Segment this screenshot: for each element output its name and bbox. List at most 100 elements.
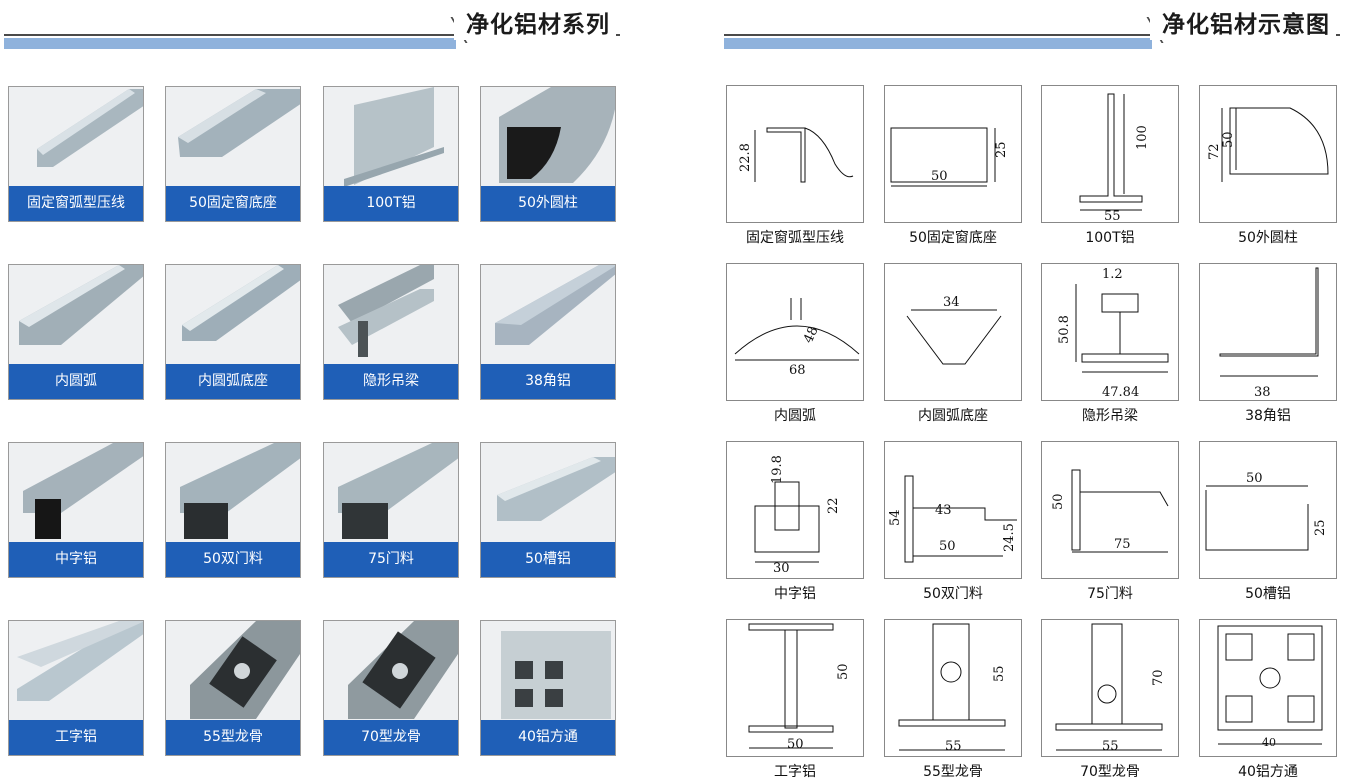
dim-label: 24.5 (1002, 523, 1017, 552)
dim-label: 50 (1246, 471, 1263, 486)
window-base-profile-drawing: 50 25 (890, 127, 1009, 187)
t-profile-photo: 100T铝 (323, 86, 459, 222)
dim-label: 19.8 (770, 455, 785, 484)
product-label: 50槽铝 (481, 542, 615, 577)
product-label: 70型龙骨 (324, 720, 458, 755)
angle-profile-icon (495, 265, 615, 345)
dim-label: 47.84 (1102, 385, 1139, 400)
diagram-label: 中字铝 (774, 586, 816, 602)
middle-profile-diagram: 30 19.8 22 (726, 441, 864, 579)
diagram-label: 工字铝 (774, 764, 816, 780)
header-rule (4, 34, 620, 36)
dim-label: 72 (1207, 143, 1222, 160)
diagram-label: 40铝方通 (1238, 764, 1298, 780)
inner-arc-base-icon (182, 265, 300, 341)
dim-label: 55 (1104, 209, 1121, 224)
dim-label: 43 (935, 503, 952, 518)
product-label: 工字铝 (9, 720, 143, 755)
middle-profile-photo: 中字铝 (8, 442, 144, 578)
window-base-profile-diagram: 50 25 (884, 85, 1022, 223)
channel-profile-diagram: 50 25 (1199, 441, 1337, 579)
product-label: 75门料 (324, 542, 458, 577)
keel-70-icon (348, 621, 458, 719)
dim-label: 30 (773, 561, 790, 576)
hidden-beam-icon (338, 265, 434, 357)
channel-profile-icon (497, 457, 615, 521)
square-tube-icon (501, 631, 611, 719)
header-band (724, 38, 1152, 49)
dim-label: 50 (836, 663, 851, 680)
channel-profile-drawing: 50 25 (1205, 471, 1328, 551)
square-tube-diagram: 40 (1199, 619, 1337, 757)
dim-label: 50 (931, 169, 948, 184)
door-profile-icon (338, 443, 458, 539)
i-beam-profile-icon (17, 621, 143, 701)
dim-label: 50 (1221, 131, 1236, 148)
dim-label: 22.8 (738, 143, 753, 172)
left-section-header: 净化铝材系列 (4, 8, 620, 49)
diagram-label: 50固定窗底座 (909, 230, 997, 246)
t-profile-drawing: 100 55 (1079, 93, 1150, 224)
diagram-label: 75门料 (1087, 586, 1133, 602)
arc-trim-profile-icon (37, 89, 143, 167)
product-label: 内圆弧 (9, 364, 143, 399)
right-section-header: 净化铝材示意图 (724, 8, 1340, 49)
hidden-beam-diagram: 1.2 50.8 47.84 (1041, 263, 1179, 401)
arc-trim-profile-photo: 固定窗弧型压线 (8, 86, 144, 222)
double-door-profile-photo: 50双门料 (165, 442, 301, 578)
product-label: 100T铝 (324, 186, 458, 221)
square-tube-drawing: 40 (1217, 625, 1323, 749)
diagram-label: 隐形吊梁 (1082, 408, 1138, 424)
dim-label: 22 (826, 497, 841, 514)
dim-label: 50 (1051, 493, 1066, 510)
dim-label: 38 (1254, 385, 1271, 400)
door-profile-drawing: 50 75 (1051, 469, 1169, 553)
dim-label: 1.2 (1102, 267, 1123, 282)
keel-70-photo: 70型龙骨 (323, 620, 459, 756)
diagram-label: 50槽铝 (1245, 586, 1291, 602)
product-label: 内圆弧底座 (166, 364, 300, 399)
middle-profile-icon (23, 443, 143, 539)
dim-label: 100 (1135, 125, 1150, 150)
channel-profile-photo: 50槽铝 (480, 442, 616, 578)
product-label: 隐形吊梁 (324, 364, 458, 399)
angle-profile-diagram: 38 (1199, 263, 1337, 401)
diagram-label: 70型龙骨 (1080, 764, 1140, 780)
product-label: 中字铝 (9, 542, 143, 577)
outer-round-column-icon (499, 87, 615, 183)
dim-label: 25 (1313, 519, 1328, 536)
window-base-profile-icon (178, 89, 300, 157)
dim-label: 50 (939, 539, 956, 554)
angle-profile-drawing: 38 (1219, 267, 1319, 400)
dim-label: 50 (787, 737, 804, 752)
dim-label: 55 (992, 665, 1007, 682)
product-label: 38角铝 (481, 364, 615, 399)
keel-55-diagram: 55 55 (884, 619, 1022, 757)
dim-label: 75 (1114, 537, 1131, 552)
diagram-label: 55型龙骨 (923, 764, 983, 780)
i-beam-profile-diagram: 50 50 (726, 619, 864, 757)
angle-profile-photo: 38角铝 (480, 264, 616, 400)
dim-label: 68 (789, 363, 806, 378)
diagram-label: 50双门料 (923, 586, 983, 602)
dim-label: 50.8 (1057, 315, 1072, 344)
keel-55-photo: 55型龙骨 (165, 620, 301, 756)
i-beam-profile-drawing: 50 50 (748, 623, 851, 752)
dim-label: 25 (994, 141, 1009, 158)
arc-trim-profile-diagram: 22.8 (726, 85, 864, 223)
diagram-label: 内圆弧底座 (918, 408, 988, 424)
square-tube-photo: 40铝方通 (480, 620, 616, 756)
header-rule (724, 34, 1340, 36)
outer-round-column-photo: 50外圆柱 (480, 86, 616, 222)
t-profile-diagram: 100 55 (1041, 85, 1179, 224)
inner-arc-base-photo: 内圆弧底座 (165, 264, 301, 400)
dim-label: 55 (945, 739, 962, 754)
